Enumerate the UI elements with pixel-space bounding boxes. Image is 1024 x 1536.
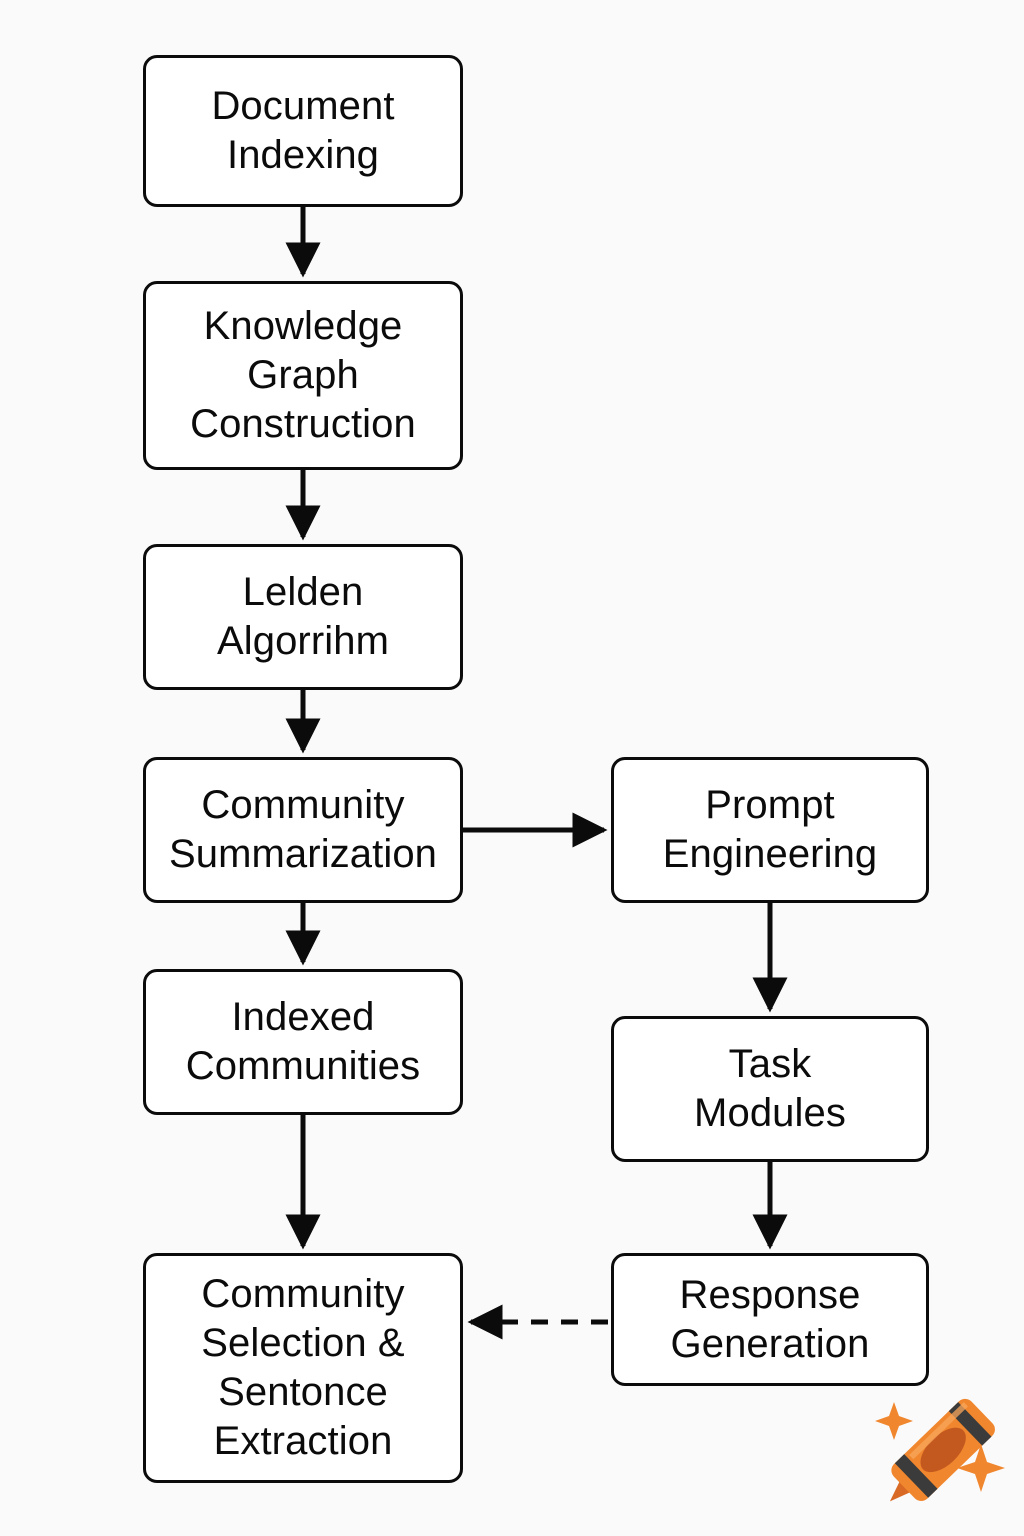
node-community-summarization-label: Community Summarization (168, 783, 438, 876)
node-indexed-communities-label: Indexed Communities (185, 995, 421, 1088)
crayon-band-lower-icon (894, 1454, 938, 1498)
node-knowledge-graph-construction-label: Knowledge Graph Construction (190, 304, 416, 446)
crayon-icon (875, 1398, 1005, 1502)
node-response-generation[interactable]: Response Generation (611, 1253, 929, 1386)
crayon-tip-icon (889, 1480, 912, 1502)
node-response-generation-label: Response Generation (670, 1272, 870, 1366)
node-indexed-communities[interactable]: Indexed Communities (143, 969, 463, 1115)
node-task-modules-label: Task Modules (694, 1042, 846, 1135)
node-prompt-engineering-label: Prompt Engineering (662, 783, 878, 876)
node-community-summarization[interactable]: Community Summarization (143, 757, 463, 903)
node-document-indexing-label: Document Indexing (211, 84, 395, 177)
node-leiden-algorithm[interactable]: Lelden Algorrihm (143, 544, 463, 690)
crayon-highlight-icon (909, 1402, 968, 1460)
crayon-label-oval-icon (920, 1427, 966, 1473)
node-community-selection-sentence-extraction[interactable]: Community Selection & Sentonce Extractio… (143, 1253, 463, 1483)
node-leiden-algorithm-label: Lelden Algorrihm (216, 570, 390, 663)
sparkle-upper-left-icon (875, 1402, 913, 1440)
node-knowledge-graph-construction[interactable]: Knowledge Graph Construction (143, 281, 463, 470)
node-task-modules[interactable]: Task Modules (611, 1016, 929, 1162)
node-document-indexing[interactable]: Document Indexing (143, 55, 463, 207)
node-community-selection-sentence-extraction-label: Community Selection & Sentonce Extractio… (201, 1272, 405, 1463)
node-prompt-engineering[interactable]: Prompt Engineering (611, 757, 929, 903)
sparkle-lower-right-icon (957, 1444, 1005, 1492)
